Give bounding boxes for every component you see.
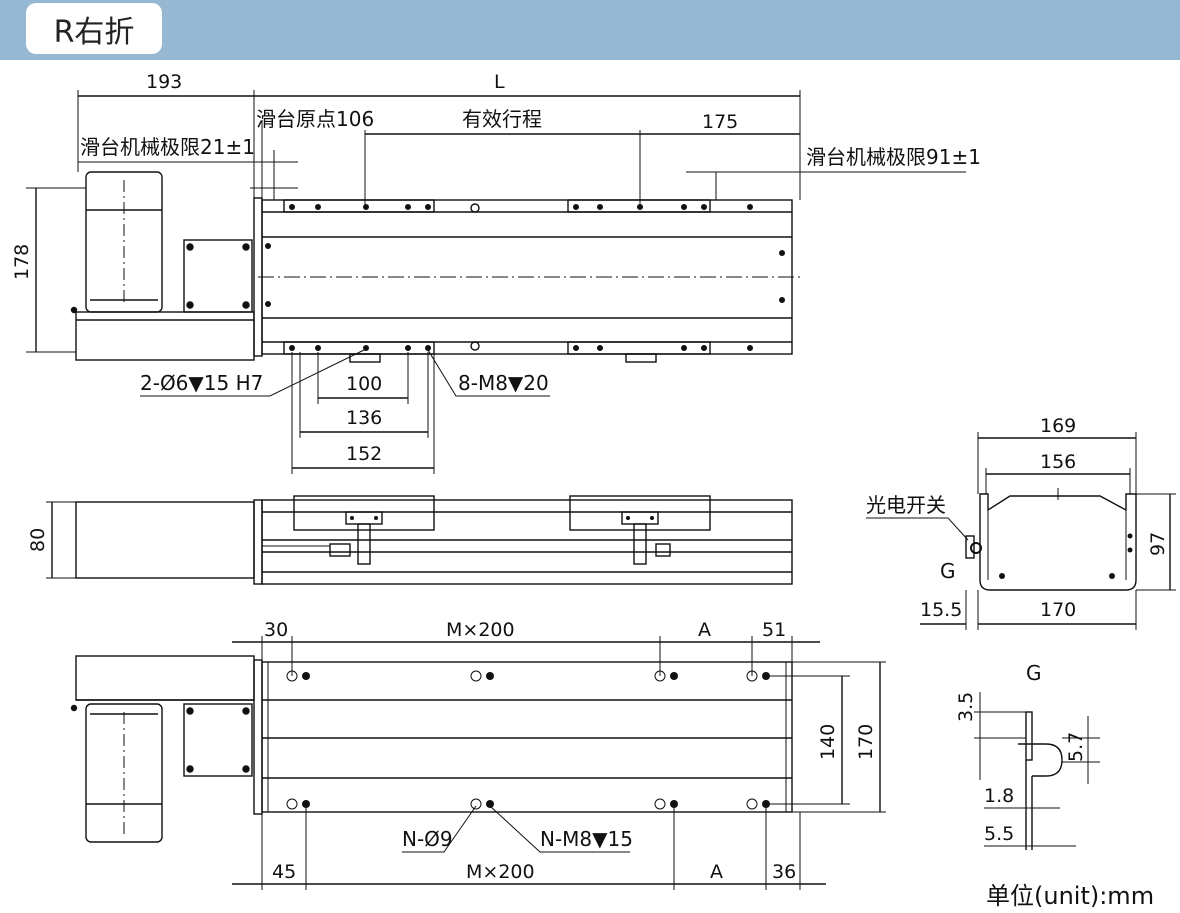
detail-G-title: G: [1026, 661, 1042, 685]
dim-Mx200-top: M×200: [446, 619, 515, 641]
dim-193: 193: [146, 71, 182, 93]
dim-178: 178: [11, 244, 33, 280]
pin-hole-label: 2-Ø6▼15 H7: [140, 371, 263, 395]
effective-stroke-label: 有效行程: [462, 107, 542, 131]
thread-hole-label: 8-M8▼20: [458, 371, 549, 395]
dim-3-5: 3.5: [955, 692, 977, 722]
dim-169: 169: [1040, 415, 1076, 437]
dim-136: 136: [346, 407, 382, 429]
dim-140: 140: [817, 724, 839, 760]
dim-5-7: 5.7: [1065, 732, 1087, 762]
side-view: [46, 495, 793, 585]
dim-100: 100: [346, 373, 382, 395]
dim-A-bottom: A: [710, 861, 723, 883]
switch-profile: [1018, 743, 1063, 777]
header-title: R右折: [26, 3, 162, 54]
dim-152: 152: [346, 443, 382, 465]
mech-limit-left-label: 滑台机械极限21±1: [80, 135, 255, 159]
dim-156: 156: [1040, 451, 1076, 473]
dim-36: 36: [772, 861, 796, 883]
dim-170-bottom: 170: [855, 724, 877, 760]
dim-170-end: 170: [1040, 599, 1076, 621]
dim-30: 30: [264, 619, 288, 641]
bottom-motor: [85, 703, 163, 843]
dim-1-8: 1.8: [984, 785, 1014, 807]
dim-L: L: [494, 71, 505, 93]
detail-G: [974, 692, 1100, 850]
side-motor: [75, 501, 255, 579]
dim-45: 45: [272, 861, 296, 883]
mech-limit-right-label: 滑台机械极限91±1: [806, 145, 981, 169]
dim-Mx200-bottom: M×200: [466, 861, 535, 883]
dim-A-top: A: [698, 619, 711, 641]
coupling-plate: [183, 239, 253, 313]
bottom-view: [70, 636, 886, 890]
dim-5-5: 5.5: [984, 823, 1014, 845]
header-bar: R右折: [0, 0, 1180, 60]
hole-N-d9-label: N-Ø9: [402, 827, 453, 851]
dim-175: 175: [702, 111, 738, 133]
bottom-body: [261, 661, 793, 813]
dim-97: 97: [1147, 532, 1169, 556]
dim-51: 51: [762, 619, 786, 641]
slide-origin-label: 滑台原点106: [256, 107, 374, 131]
dim-15-5: 15.5: [920, 599, 962, 621]
top-view: [26, 90, 966, 474]
unit-label: 单位(unit):mm: [986, 882, 1155, 910]
dim-80: 80: [27, 528, 49, 552]
hole-N-M8-label: N-M8▼15: [540, 827, 633, 851]
end-view: [866, 432, 1176, 630]
photo-switch-label: 光电开关: [866, 493, 946, 517]
end-view-G-label: G: [940, 559, 956, 583]
